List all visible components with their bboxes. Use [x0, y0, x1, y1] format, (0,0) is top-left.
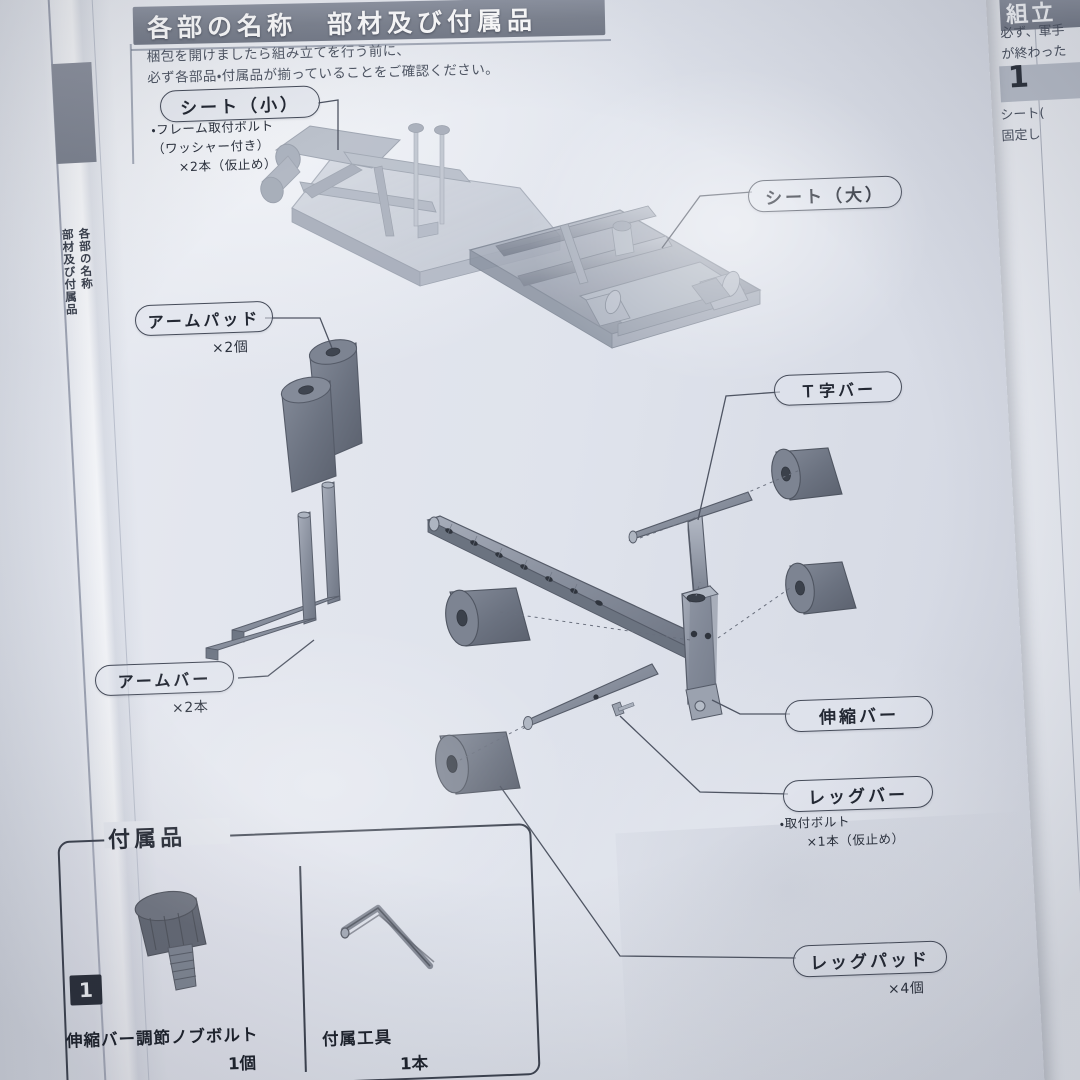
right-page-step-number: 1 [1007, 59, 1030, 96]
accessories-title: 付属品 [107, 825, 187, 854]
callout-telescoping-bar[interactable]: 伸縮バー [784, 695, 934, 733]
accessory-count-1: 1個 [227, 1053, 257, 1074]
side-tab-label: 各部の名称 部材及び付属品 [52, 227, 100, 379]
callout-seat-small-note: ・フレーム取付ボルト （ワッシャー付き） ×2本（仮止め） [151, 118, 278, 175]
callout-seat-large[interactable]: シート（大） [747, 175, 903, 213]
callout-arm-pad[interactable]: アームパッド [134, 300, 274, 337]
accessory-badge-1: 1 [69, 974, 103, 1006]
side-tab-marker [51, 62, 97, 164]
right-page-step-text: シート( 固定し [1000, 106, 1045, 145]
callout-arm-bar-note: ×2本 [171, 699, 209, 717]
callout-leg-pad-note: ×4個 [887, 980, 925, 998]
callout-leg-pad[interactable]: レッグパッド [792, 940, 948, 978]
callout-t-bar[interactable]: Ｔ字バー [773, 370, 903, 407]
right-page-text-top: 必ず、軍手 が終わった [1000, 23, 1067, 63]
callout-arm-pad-note: ×2個 [211, 339, 249, 357]
callout-leg-bar-note: ・取付ボルト ×1本（仮止め） [779, 813, 905, 850]
callout-arm-bar[interactable]: アームバー [94, 660, 235, 697]
accessory-count-2: 1本 [399, 1053, 429, 1074]
callout-leg-bar[interactable]: レッグバー [782, 775, 934, 813]
